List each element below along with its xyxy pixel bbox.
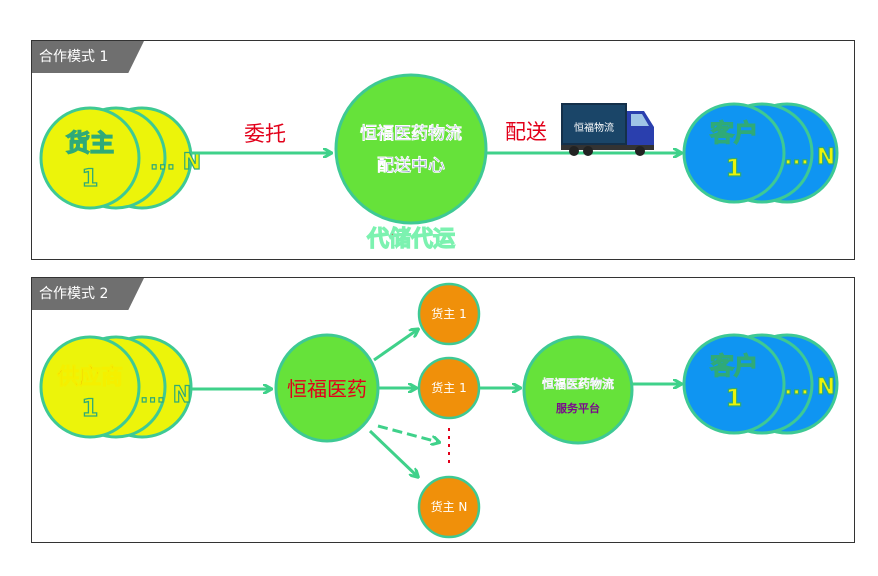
shipper-circle-front (39, 106, 141, 210)
distribution-center-line2: 配送中心 (377, 155, 445, 176)
arrow-hub-to-more-dashed (377, 424, 438, 442)
mode-1-diagram: 货主 1 ... N 委托 恒福医药物流 配送中心 代储代运 配送 恒福物流 (39, 73, 839, 253)
shipper-number: 1 (82, 164, 99, 192)
truck-icon: 恒福物流 (561, 103, 654, 156)
mode-1-tag: 合作模式 1 (32, 41, 144, 73)
supplier-circle-front (39, 335, 141, 439)
customer2-circle-front (682, 333, 786, 435)
customer-number: 1 (726, 154, 743, 182)
customer2-label: 客户 (710, 352, 758, 380)
shipper-node-n: 货主 N (417, 475, 481, 539)
customer-stack: 客户 1 ... N (682, 102, 839, 204)
distribution-center: 恒福医药物流 配送中心 (334, 73, 488, 225)
arrow-hub-to-shipper-n (368, 429, 417, 476)
supplier-number: 1 (82, 394, 99, 422)
cooperation-mode-1-panel: 合作模式 1 货主 1 ... N 委托 恒福医药物流 配送中心 (31, 40, 855, 260)
supplier-label: 供应商 (56, 364, 123, 390)
customer-circle-front (682, 102, 786, 204)
shipper-node-1b: 货主 1 (417, 356, 481, 420)
shipper-stack: 货主 1 ... N (39, 106, 202, 210)
distribution-center-circle (334, 73, 488, 225)
distribution-center-line1: 恒福医药物流 (360, 123, 462, 144)
shipper-node-1a: 货主 1 (417, 282, 481, 346)
delivery-label: 配送 (505, 120, 547, 144)
shipper-n-circle (417, 475, 481, 539)
shipper-label: 货主 (66, 129, 114, 157)
customer2-number: 1 (726, 384, 743, 412)
entrust-label: 委托 (244, 122, 286, 146)
shipper-1a-circle (417, 282, 481, 346)
service-platform: 恒福医药物流 服务平台 (522, 335, 634, 445)
truck-sign: 恒福物流 (574, 121, 614, 134)
service-platform-line2: 服务平台 (556, 401, 600, 415)
shipper-1a-label: 货主 1 (431, 306, 466, 321)
customer-stack-2: 客户 1 ... N (682, 333, 839, 435)
storage-transport-caption: 代储代运 (366, 226, 455, 252)
shipper-1b-label: 货主 1 (431, 380, 466, 395)
customer-label: 客户 (710, 119, 758, 147)
customer-more: ... N (784, 145, 835, 170)
supplier-more: ... N (140, 383, 191, 408)
shipper-n-label: 货主 N (431, 499, 468, 514)
shipper-1b-circle (417, 356, 481, 420)
service-platform-line1: 恒福医药物流 (542, 376, 614, 391)
cooperation-mode-2-panel: 合作模式 2 供应商 1 ... N 恒福医药 (31, 277, 855, 543)
hub-node: 恒福医药 (274, 333, 380, 443)
arrow-hub-to-shipper-1a (373, 330, 417, 362)
mode-2-diagram: 供应商 1 ... N 恒福医药 货主 1 货主 1 货主 N (39, 282, 839, 539)
mode-2-tag: 合作模式 2 (32, 278, 144, 310)
hub-label: 恒福医药 (287, 377, 367, 401)
supplier-stack: 供应商 1 ... N (39, 335, 193, 439)
service-platform-circle (522, 335, 634, 445)
customer2-more: ... N (784, 375, 835, 400)
